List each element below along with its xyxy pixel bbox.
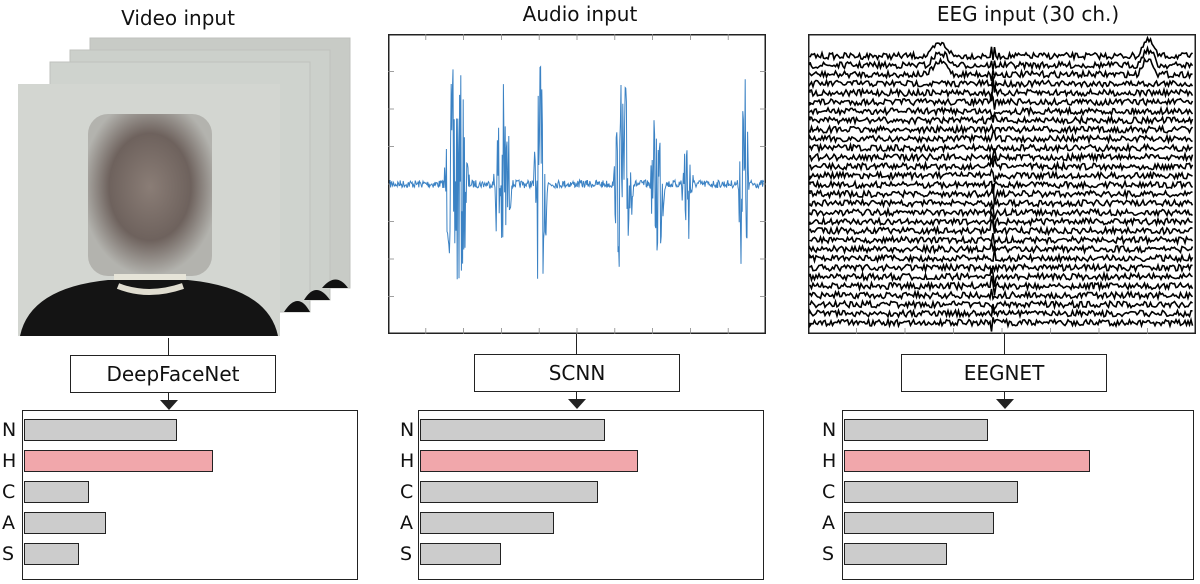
class-bar-s: [24, 543, 79, 565]
eeg-channel-trace: [809, 91, 1194, 110]
eeg-channel-trace: [809, 141, 1193, 155]
eeg-connector: [1004, 334, 1005, 355]
class-label-n: N: [400, 419, 415, 441]
class-label-c: C: [2, 481, 16, 503]
audio-signal-trace: [389, 65, 765, 280]
audio-connector-lower: [576, 392, 577, 400]
class-bar-h: [844, 450, 1090, 472]
class-label-n: N: [822, 419, 837, 441]
eeg-channel-trace: [809, 56, 1193, 82]
eeg-channel-trace: [809, 35, 1194, 62]
class-label-c: C: [400, 481, 414, 503]
class-bar-n: [844, 419, 988, 441]
class-label-a: A: [822, 512, 835, 534]
class-label-c: C: [822, 481, 836, 503]
eeg-channel-trace: [809, 148, 1194, 165]
eeg-channel-trace: [809, 205, 1193, 220]
class-bar-n: [420, 419, 605, 441]
class-bar-n: [24, 419, 177, 441]
class-bar-c: [420, 481, 598, 503]
class-bar-s: [844, 543, 947, 565]
class-bar-s: [420, 543, 501, 565]
eeg-channel-trace: [809, 155, 1194, 173]
eegnet-box: EEGNET: [901, 354, 1107, 392]
audio-connector: [576, 334, 577, 355]
eeg-channel-trace: [809, 76, 1194, 93]
eeg-channel-trace: [809, 241, 1194, 255]
eeg-input-title: EEG input (30 ch.): [936, 2, 1120, 26]
eeg-traces: [808, 34, 1196, 334]
audio-arrow-icon: [568, 399, 586, 409]
deepfacenet-box: DeepFaceNet: [70, 355, 276, 393]
class-label-a: A: [2, 512, 15, 534]
class-label-s: S: [2, 543, 15, 565]
audio-waveform: [388, 34, 766, 334]
class-label-a: A: [400, 512, 413, 534]
audio-waveform-plot: [388, 34, 766, 334]
eeg-channel-trace: [809, 275, 1194, 296]
eeg-channel-trace: [809, 233, 1194, 248]
class-label-h: H: [400, 450, 415, 472]
class-bar-a: [24, 512, 106, 534]
eeg-channel-trace: [809, 303, 1193, 320]
video-frame-stack: [18, 37, 351, 336]
class-bar-h: [420, 450, 638, 472]
eeg-channel-trace: [809, 167, 1193, 183]
class-label-s: S: [822, 543, 835, 565]
eeg-signal-plot: [808, 34, 1196, 334]
video-connector: [168, 338, 169, 356]
eeg-channel-trace: [809, 219, 1193, 237]
class-bar-a: [420, 512, 554, 534]
eeg-channel-trace: [809, 179, 1194, 194]
class-bar-h: [24, 450, 213, 472]
class-bar-c: [24, 481, 89, 503]
class-label-h: H: [822, 450, 837, 472]
eeg-channel-trace: [809, 45, 1194, 71]
video-frames: [18, 36, 353, 338]
scnn-box: SCNN: [474, 354, 680, 392]
eeg-channel-trace: [809, 210, 1193, 232]
eeg-channel-trace: [809, 316, 1194, 332]
blurred-face: [88, 114, 212, 276]
eeg-channel-trace: [809, 105, 1194, 118]
eeg-channel-trace: [809, 261, 1193, 274]
eeg-connector-lower: [1004, 392, 1005, 400]
eeg-channel-trace: [809, 248, 1194, 265]
eeg-channel-trace: [809, 130, 1193, 145]
eeg-channel-trace: [809, 288, 1194, 302]
video-input-title: Video input: [121, 6, 235, 30]
class-label-s: S: [400, 543, 413, 565]
eeg-arrow-icon: [996, 399, 1014, 409]
class-label-h: H: [2, 450, 17, 472]
eeg-channel-trace: [809, 267, 1193, 287]
eeg-channel-trace: [809, 123, 1194, 136]
video-arrow-icon: [160, 400, 178, 410]
class-bar-a: [844, 512, 994, 534]
eeg-channel-trace: [809, 110, 1194, 126]
video-connector-lower: [168, 393, 169, 401]
person-shirt: [20, 280, 278, 336]
eeg-channel-trace: [809, 183, 1193, 205]
audio-input-title: Audio input: [522, 2, 638, 26]
eeg-channel-trace: [809, 298, 1193, 314]
class-label-n: N: [2, 419, 17, 441]
eeg-channel-trace: [809, 197, 1194, 210]
eeg-channel-trace: [809, 81, 1194, 102]
class-bar-c: [844, 481, 1018, 503]
